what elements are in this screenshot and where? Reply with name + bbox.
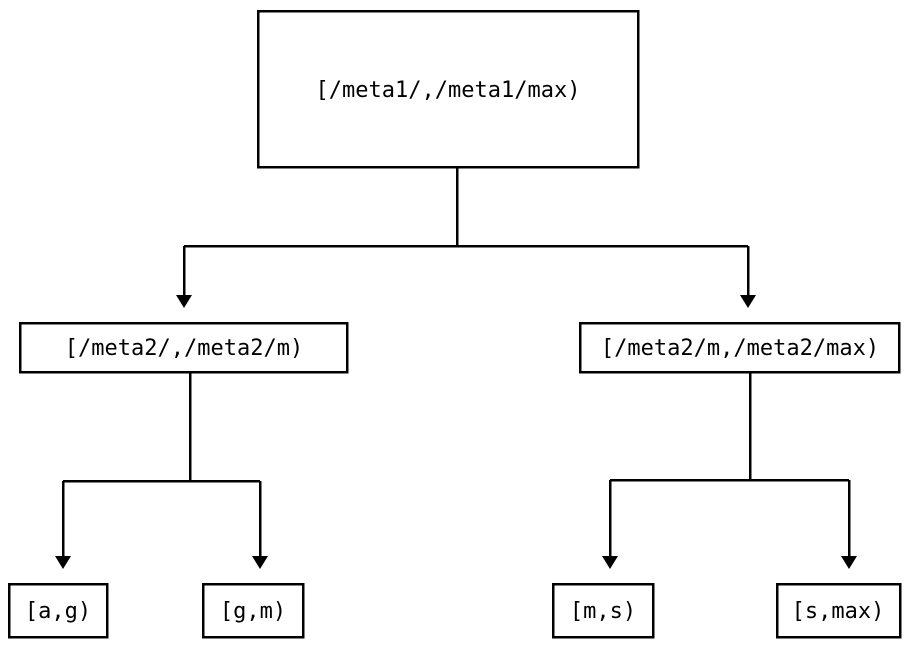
arrowhead-mid-right xyxy=(740,295,756,308)
arrowhead-leaf-3 xyxy=(602,556,618,569)
node-leaf-1[interactable]: [a,g) xyxy=(7,582,109,639)
node-mid-right-label: [/meta2/m,/meta2/max) xyxy=(601,336,879,361)
node-leaf-3-label: [m,s) xyxy=(570,599,636,624)
node-root[interactable]: [/meta1/,/meta1/max) xyxy=(256,9,640,169)
arrowhead-leaf-2 xyxy=(252,556,268,569)
edge-group-root xyxy=(176,167,756,308)
node-leaf-1-box[interactable] xyxy=(7,582,109,639)
node-mid-left[interactable]: [/meta2/,/meta2/m) xyxy=(18,321,349,374)
edge-group-mid-left xyxy=(55,372,268,569)
node-mid-right-box[interactable] xyxy=(578,321,901,374)
node-root-box[interactable] xyxy=(256,9,640,169)
arrowhead-leaf-1 xyxy=(55,556,71,569)
edge-group-mid-right xyxy=(602,372,857,569)
node-mid-right[interactable]: [/meta2/m,/meta2/max) xyxy=(578,321,901,374)
node-leaf-3[interactable]: [m,s) xyxy=(551,582,655,639)
node-leaf-3-box[interactable] xyxy=(551,582,655,639)
arrowhead-mid-left xyxy=(176,295,192,308)
arrowhead-leaf-4 xyxy=(841,556,857,569)
node-leaf-4[interactable]: [s,max) xyxy=(775,582,902,639)
node-leaf-4-box[interactable] xyxy=(775,582,902,639)
node-leaf-4-label: [s,max) xyxy=(792,599,885,624)
node-leaf-2-label: [g,m) xyxy=(220,599,286,624)
node-leaf-1-label: [a,g) xyxy=(25,599,91,624)
node-leaf-2-box[interactable] xyxy=(201,582,305,639)
node-mid-left-label: [/meta2/,/meta2/m) xyxy=(65,336,303,361)
node-mid-left-box[interactable] xyxy=(18,321,349,374)
node-leaf-2[interactable]: [g,m) xyxy=(201,582,305,639)
node-root-label: [/meta1/,/meta1/max) xyxy=(316,78,581,103)
